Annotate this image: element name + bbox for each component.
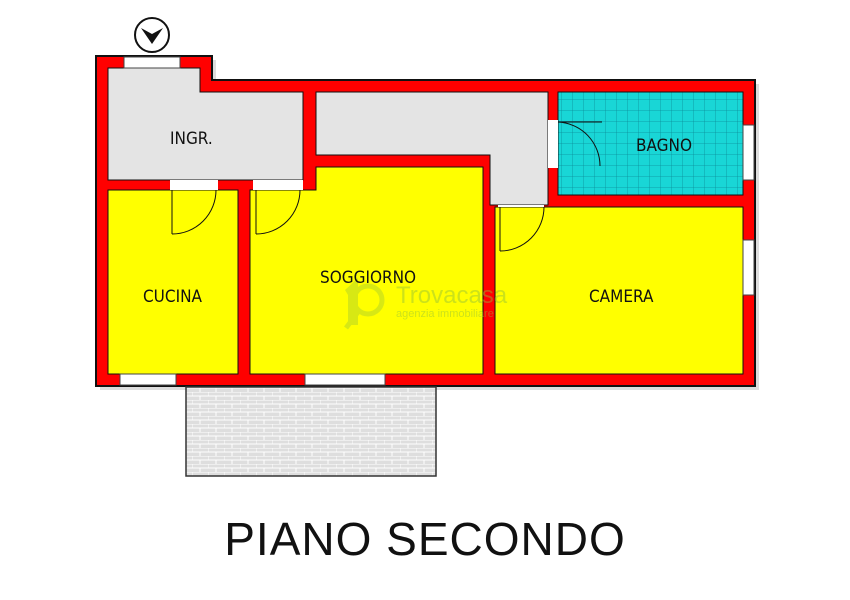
entrance-arrow-icon (134, 17, 170, 53)
corridor (315, 91, 549, 206)
balcony (185, 386, 437, 477)
label-ingresso: INGR. (170, 129, 213, 149)
windows (119, 56, 755, 386)
label-bagno: BAGNO (636, 136, 692, 156)
label-cucina: CUCINA (143, 287, 203, 307)
floor-title: PIANO SECONDO (224, 513, 626, 565)
room-cucina (107, 189, 239, 375)
room-ingresso (107, 67, 304, 181)
room-camera (494, 206, 744, 375)
room-soggiorno (249, 166, 484, 375)
label-camera: CAMERA (589, 287, 654, 307)
label-soggiorno: SOGGIORNO (320, 268, 416, 288)
watermark-tagline: agenzia immobiliare (396, 308, 494, 320)
watermark-brand: Trovacasa (396, 282, 508, 309)
watermark-logo (344, 278, 385, 330)
doors (171, 121, 602, 252)
